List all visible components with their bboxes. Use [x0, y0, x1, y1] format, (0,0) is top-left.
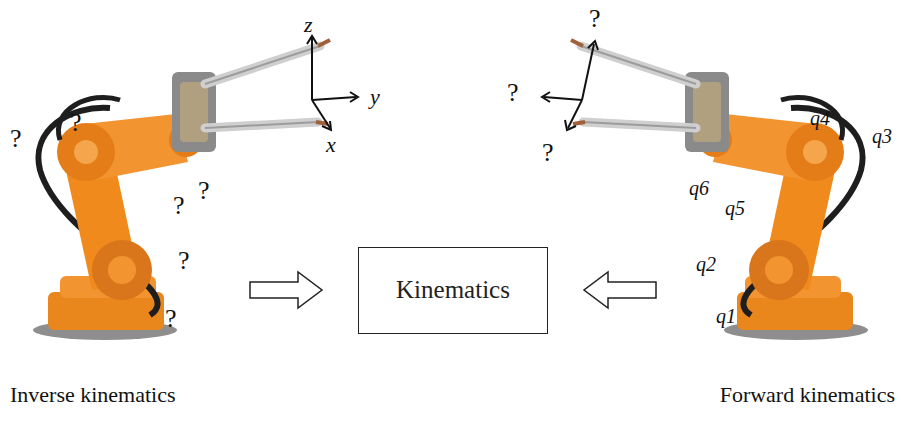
symbol-label: ?: [507, 80, 519, 106]
caption-label: Forward kinematics: [720, 384, 895, 406]
coordinate-frame: [307, 36, 358, 130]
symbol-label: ?: [589, 6, 601, 32]
symbol-label: ?: [542, 140, 554, 166]
symbol-label: ?: [70, 110, 82, 136]
symbol-label: ?: [178, 248, 190, 274]
hollow-arrow: [584, 272, 656, 308]
symbol-label: ?: [10, 126, 22, 152]
caption-label: q4: [810, 108, 830, 128]
symbol-label: y: [370, 86, 380, 108]
coordinate-frame: [542, 41, 598, 130]
caption-label: Inverse kinematics: [10, 384, 176, 406]
symbol-label: x: [326, 134, 336, 156]
symbol-label: z: [304, 14, 313, 36]
symbol-label: ?: [165, 306, 177, 332]
caption-label: q2: [696, 254, 716, 274]
caption-label: q5: [725, 198, 745, 218]
robot-arm: [33, 40, 330, 340]
symbol-label: ?: [198, 178, 210, 204]
symbol-label: ?: [173, 193, 185, 219]
caption-label: q1: [716, 306, 736, 326]
hollow-arrow: [250, 272, 322, 308]
box-label: Kinematics: [396, 276, 510, 304]
process-box: Kinematics: [358, 247, 548, 334]
caption-label: q3: [872, 126, 892, 146]
caption-label: q6: [689, 178, 709, 198]
robot-arm: [571, 40, 868, 340]
